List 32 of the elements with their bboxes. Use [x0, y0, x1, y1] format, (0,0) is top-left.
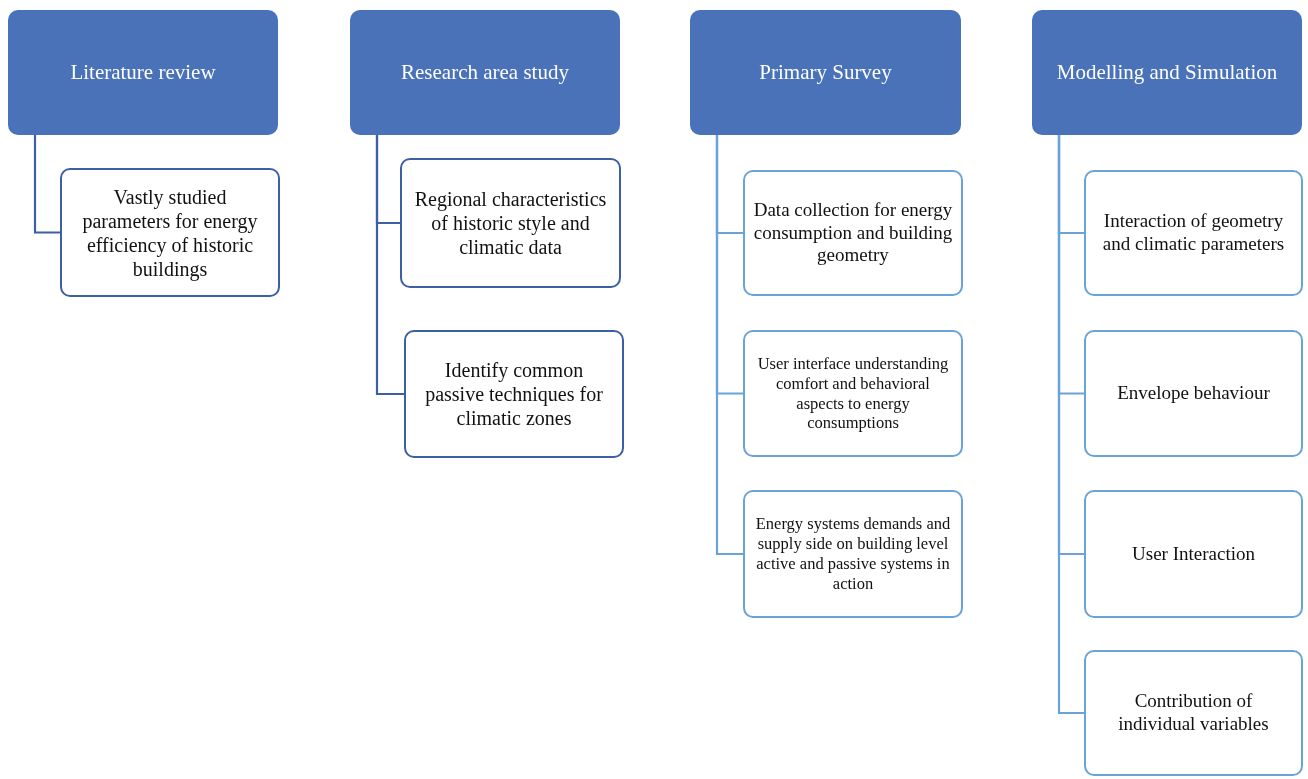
item-box — [60, 168, 280, 297]
item-box — [404, 330, 624, 458]
connector-line — [375, 135, 404, 396]
item-text: Contribution of individual variables — [1117, 690, 1270, 736]
item-text: Vastly studied parameters for energy efficiency of historic buildings — [81, 184, 259, 281]
item-box — [743, 490, 963, 618]
item-text: Regional characteristics of historic style and climatic data — [413, 187, 608, 259]
item-text: Energy systems demands and supply side on building level active and passive systems in action — [754, 514, 952, 594]
item-box — [1084, 330, 1303, 457]
heading-box — [8, 10, 278, 135]
item-text: Interaction of geometry and climatic parameters — [1101, 210, 1286, 256]
heading-text: Research area study — [401, 60, 569, 85]
item-text: Data collection for energy consumption and building geometry — [753, 198, 953, 268]
item-box — [1084, 490, 1303, 618]
item-box — [743, 330, 963, 457]
item-box — [743, 170, 963, 296]
item-text: User interface understanding comfort and behavioral aspects to energy consumptions — [756, 353, 950, 434]
item-text: Envelope behaviour — [1117, 382, 1270, 405]
item-box — [400, 158, 621, 288]
heading-box — [690, 10, 961, 135]
heading-text: Literature review — [70, 60, 216, 85]
item-box — [1084, 170, 1303, 296]
heading-text: Modelling and Simulation — [1056, 60, 1278, 85]
heading-text: Primary Survey — [759, 60, 892, 85]
item-box — [1084, 650, 1303, 776]
item-text: Identify common passive techniques for climatic zones — [424, 358, 604, 430]
heading-box — [1032, 10, 1302, 135]
item-text: User Interaction — [1132, 542, 1255, 566]
connector-line — [33, 135, 60, 234]
connector-line — [715, 135, 743, 556]
heading-box — [350, 10, 620, 135]
connector-line — [1057, 135, 1084, 715]
